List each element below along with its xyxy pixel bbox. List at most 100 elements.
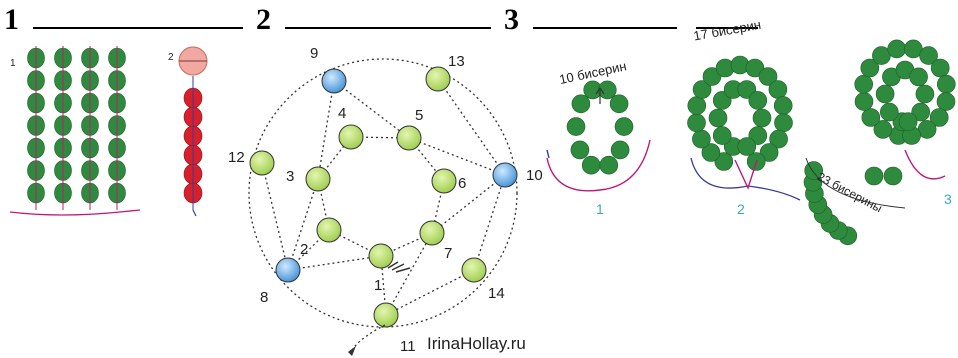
thread-segment — [473, 174, 506, 271]
panel-a-number: 1 — [10, 58, 16, 69]
green-bead — [752, 108, 772, 128]
thread-exit — [351, 324, 386, 351]
green-bead — [610, 140, 630, 160]
step-2-label: 2 — [737, 201, 745, 217]
bead-number-label: 4 — [338, 105, 346, 122]
thread-segment — [408, 137, 506, 176]
bead-number-label: 7 — [444, 245, 452, 262]
green-bead — [581, 155, 601, 175]
bead-number-label: 8 — [260, 289, 268, 306]
bead-number-label: 10 — [526, 167, 543, 184]
answer-blank-3 — [532, 1, 677, 29]
blue-bead — [275, 257, 301, 283]
loop-1-beads — [566, 80, 634, 175]
green-bead — [714, 152, 734, 171]
outer-thread-circle — [248, 58, 518, 328]
green-bead — [774, 113, 793, 133]
green-bead — [570, 140, 590, 160]
green-bead — [860, 58, 880, 78]
thread-segment — [287, 255, 382, 271]
green-bead — [911, 102, 931, 122]
thread-bottom — [9, 209, 141, 216]
loop-3-beads — [803, 39, 956, 246]
green-bead — [614, 117, 634, 136]
light-green-bead — [431, 168, 457, 194]
loop-3-measure-arc — [805, 157, 906, 209]
direction-arrows — [387, 261, 411, 273]
diagram-3-loops: 10 бисерин 17 бисерин 23 бисерины 1 2 3 — [546, 17, 956, 246]
green-bead — [687, 113, 706, 133]
green-bead — [759, 143, 779, 162]
diagram-1-bead-columns: 1 2 — [9, 46, 208, 217]
bead-number-label: 2 — [300, 241, 308, 258]
light-green-bead — [249, 150, 275, 176]
thread-exit-arrow — [348, 346, 356, 356]
loop-1-pointer-arrow — [595, 86, 605, 104]
green-bead — [915, 84, 935, 104]
green-bead — [936, 92, 956, 111]
green-bead — [701, 143, 721, 162]
thread-segment — [333, 80, 410, 139]
thread-segment — [385, 232, 433, 316]
light-green-bead — [305, 166, 331, 192]
green-bead — [864, 166, 884, 186]
blue-bead — [321, 68, 347, 94]
thread-tail — [192, 209, 197, 217]
green-bead — [773, 96, 793, 115]
bead-number-label: 12 — [228, 149, 245, 166]
thread-segment — [261, 162, 289, 271]
bead-number-label: 14 — [488, 285, 505, 302]
answer-blank-4 — [696, 1, 758, 29]
green-bead — [929, 108, 949, 127]
answer-blank-1 — [32, 1, 243, 29]
bead-number-label: 11 — [400, 338, 416, 355]
green-bead — [909, 67, 928, 87]
bead-number-label: 1 — [374, 277, 382, 294]
heading-number-2: 2 — [256, 3, 271, 36]
green-bead — [919, 46, 938, 65]
thread-segment — [385, 269, 475, 316]
thread-segment — [317, 80, 335, 180]
green-bead — [687, 96, 707, 115]
green-bead — [748, 91, 768, 110]
watermark: IrinaHollay.ru — [427, 334, 526, 353]
green-bead — [854, 74, 874, 94]
thread-segment — [317, 136, 352, 180]
thread-segment — [317, 178, 330, 231]
bead-number-label: 3 — [286, 168, 294, 185]
bead-columns — [27, 46, 126, 210]
step-3-label: 3 — [944, 191, 952, 207]
green-bead — [861, 108, 881, 127]
light-green-bead — [396, 125, 422, 151]
step-1-label: 1 — [596, 201, 604, 217]
worksheet-heading: 1 2 3 — [4, 0, 784, 40]
green-bead — [879, 102, 899, 122]
bead-number-label: 13 — [448, 53, 465, 70]
loop-3-thread — [904, 149, 946, 180]
green-bead — [609, 94, 629, 114]
thread-segment — [437, 78, 506, 176]
light-green-bead — [338, 124, 364, 150]
green-bead — [854, 92, 874, 111]
light-green-bead — [316, 217, 342, 243]
loop-2-cross — [734, 159, 758, 190]
ring-beads — [249, 66, 518, 328]
green-bead — [599, 155, 619, 175]
thread-segment — [287, 178, 319, 271]
green-bead — [692, 129, 711, 149]
loop-1-thread — [546, 139, 651, 192]
green-bead — [930, 58, 950, 78]
green-bead — [768, 80, 788, 99]
green-bead — [571, 94, 591, 114]
thread-segment — [431, 174, 506, 234]
answer-blank-2 — [284, 1, 491, 29]
light-green-bead — [373, 302, 399, 328]
loop-2-count-label: 17 бисерин — [692, 17, 762, 44]
loop-2-thread — [690, 157, 801, 201]
green-bead — [883, 166, 903, 186]
green-bead — [873, 120, 893, 139]
green-bead — [875, 84, 895, 104]
